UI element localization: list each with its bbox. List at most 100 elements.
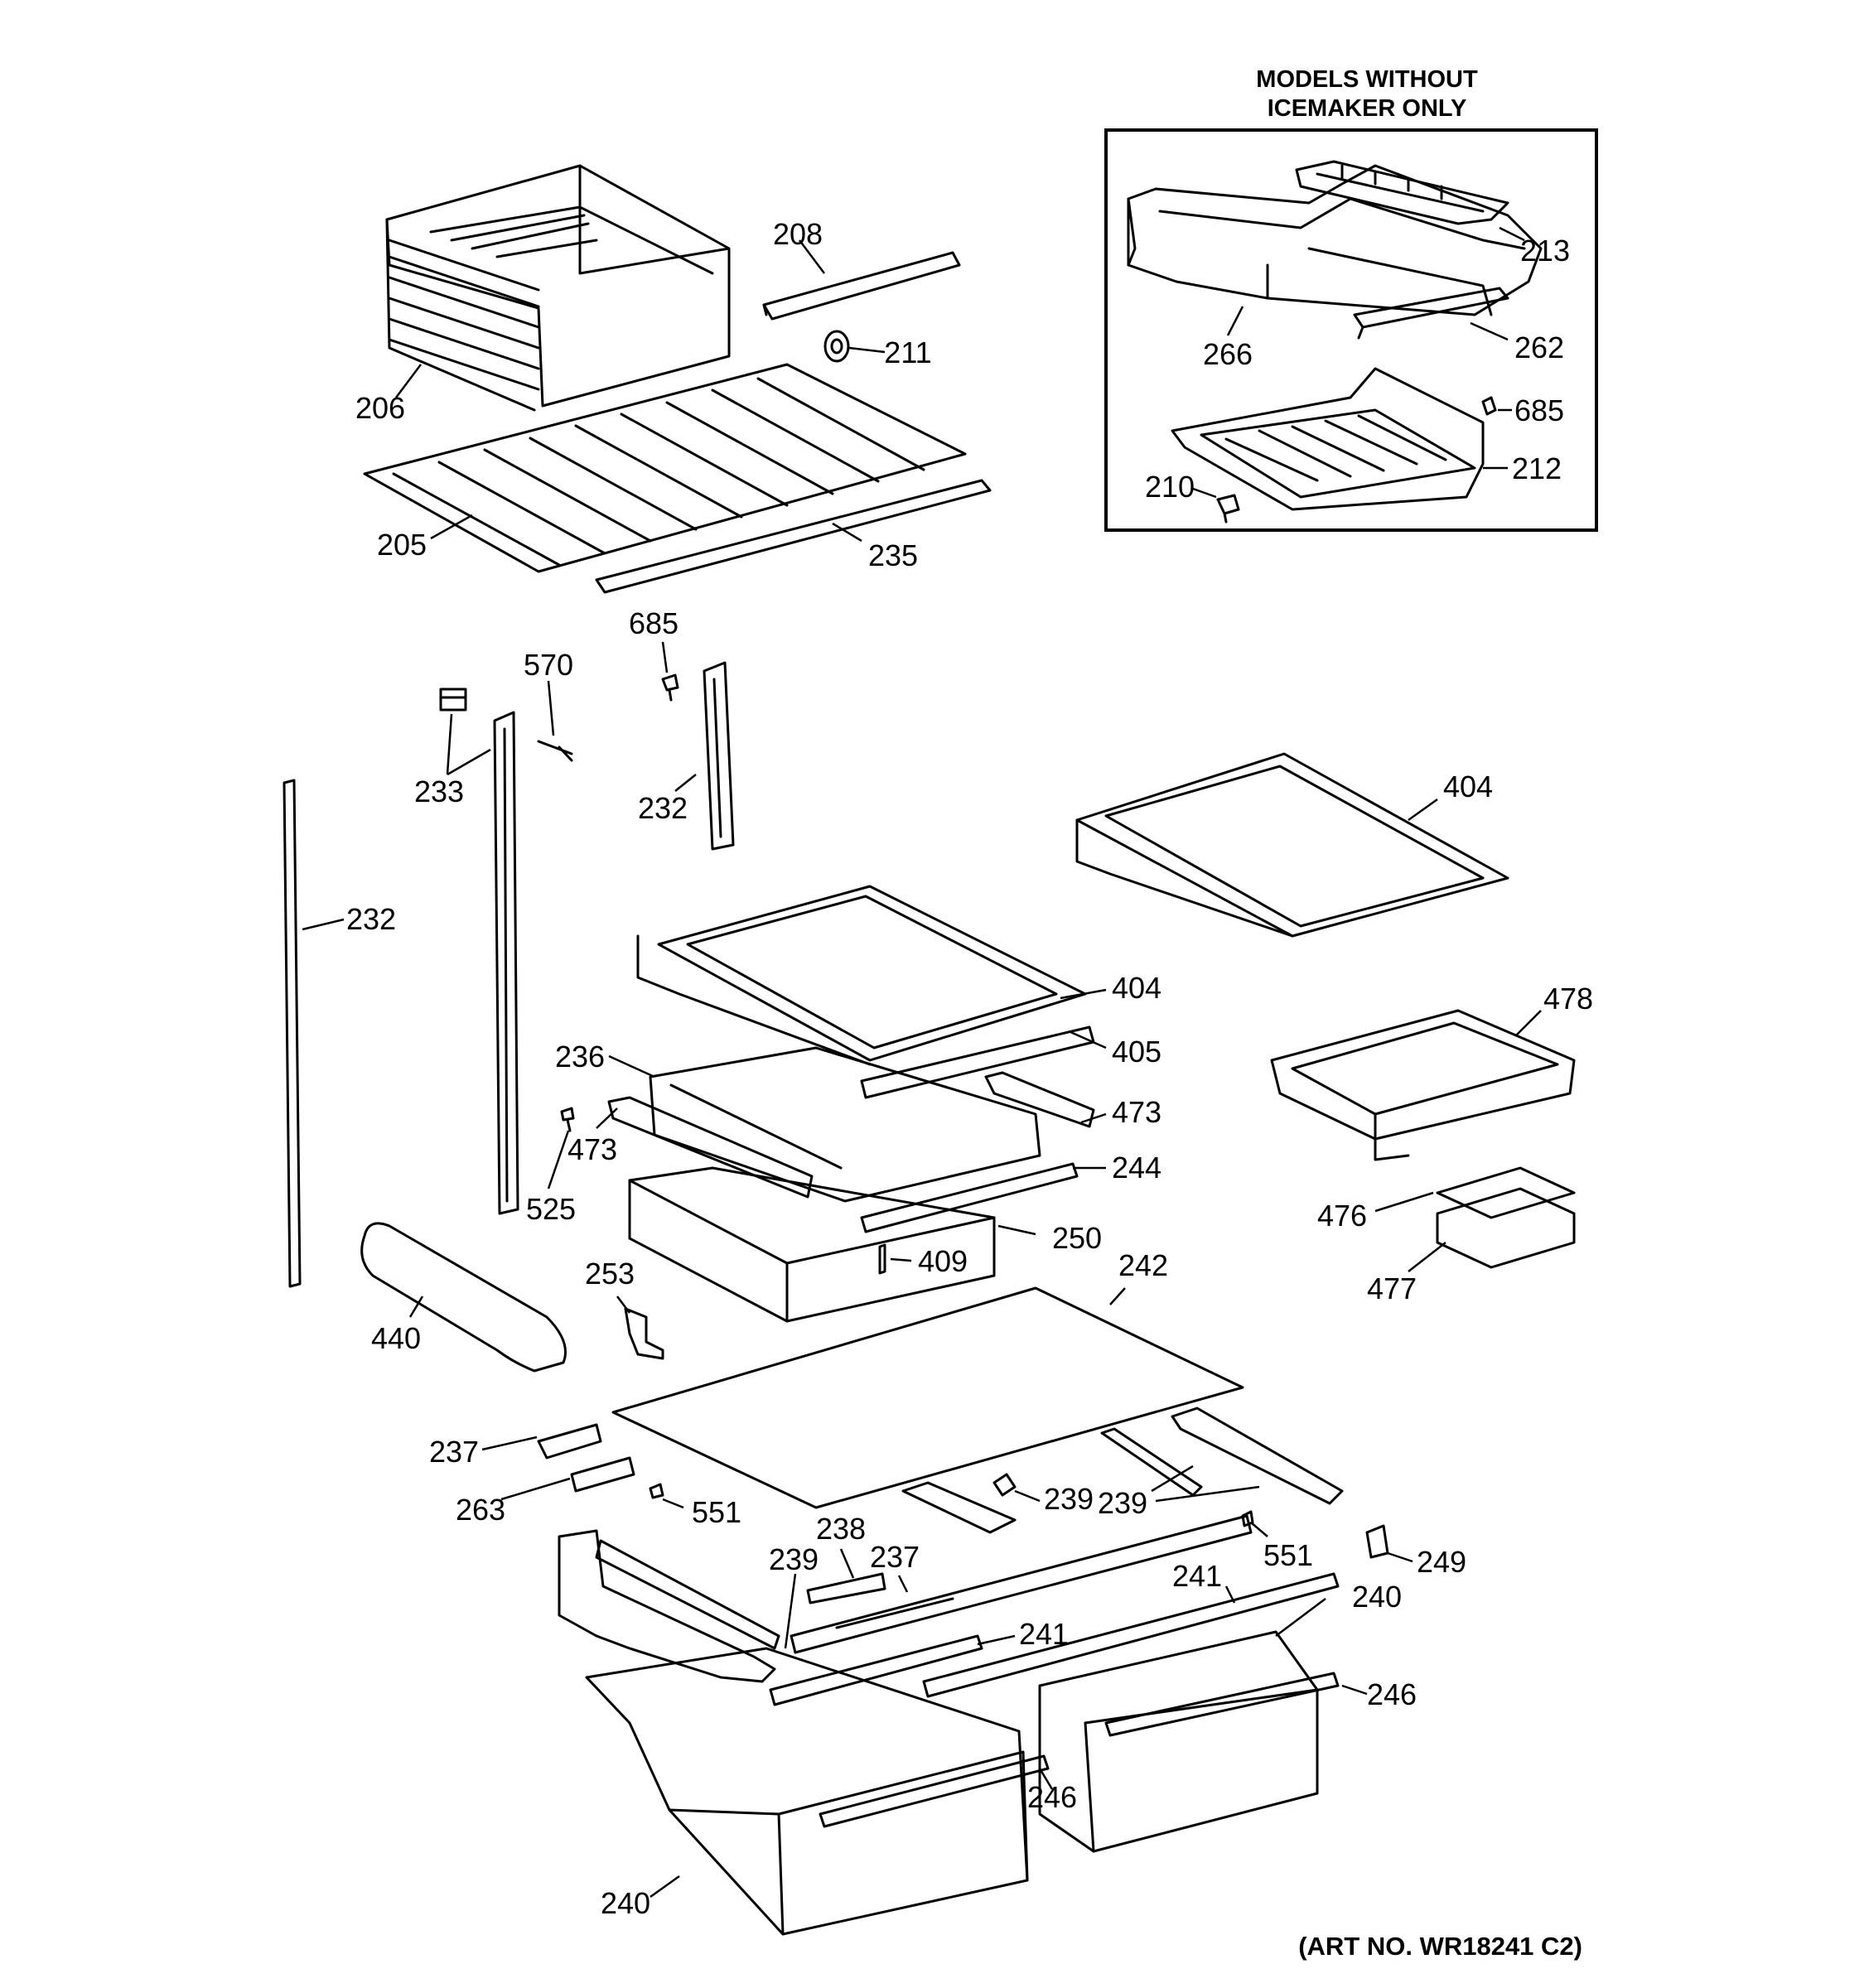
svg-text:208: 208 <box>773 217 823 251</box>
part-232-rail-left[interactable] <box>283 779 302 1288</box>
part-210-screw[interactable] <box>1216 494 1240 524</box>
svg-text:236: 236 <box>555 1040 605 1074</box>
svg-text:237: 237 <box>870 1540 920 1574</box>
part-405-shelf-trim[interactable] <box>860 1025 1095 1099</box>
svg-text:232: 232 <box>638 791 688 825</box>
callout-246-left: 246 <box>1027 1768 1077 1814</box>
callout-409: 409 <box>890 1244 968 1278</box>
part-525-screw[interactable] <box>560 1107 575 1132</box>
part-246-handle-left[interactable] <box>819 1754 1050 1828</box>
part-250-meat-pan[interactable] <box>628 1166 996 1323</box>
part-242-glass-panel[interactable] <box>611 1286 1244 1509</box>
callout-685-inset: 685 <box>1498 393 1564 427</box>
part-440-cover[interactable] <box>360 1222 567 1373</box>
part-241-rail-front[interactable] <box>769 1634 983 1706</box>
part-241-rail-top[interactable] <box>922 1572 1340 1698</box>
svg-text:213: 213 <box>1520 234 1570 268</box>
svg-text:409: 409 <box>918 1244 968 1278</box>
svg-text:239: 239 <box>769 1542 819 1576</box>
part-570-screw[interactable] <box>537 740 573 762</box>
svg-text:240: 240 <box>1352 1580 1402 1614</box>
svg-text:241: 241 <box>1019 1617 1069 1651</box>
part-249-stop[interactable] <box>1365 1524 1389 1559</box>
callout-262: 262 <box>1470 321 1564 364</box>
svg-text:250: 250 <box>1052 1221 1102 1255</box>
part-240-crisper-left[interactable] <box>585 1647 1029 1936</box>
svg-text:249: 249 <box>1417 1545 1466 1579</box>
callout-208: 208 <box>773 217 825 274</box>
part-206-wire-basket[interactable] <box>385 164 731 412</box>
callout-232-right: 232 <box>638 774 697 825</box>
callout-473-right: 473 <box>1080 1095 1161 1129</box>
callout-405: 405 <box>1068 1030 1161 1069</box>
callout-263: 263 <box>456 1477 571 1527</box>
part-473-slide-right[interactable] <box>984 1071 1095 1128</box>
part-551-screw-left[interactable] <box>649 1483 664 1499</box>
part-239-clip[interactable] <box>992 1473 1017 1497</box>
part-476-deli-cover[interactable] <box>1436 1166 1576 1219</box>
svg-text:404: 404 <box>1112 971 1161 1005</box>
part-478-deli-tray[interactable] <box>1270 1009 1576 1161</box>
part-233-clip[interactable] <box>439 688 467 712</box>
part-253-bracket[interactable] <box>624 1307 664 1360</box>
part-233-ladder-track[interactable] <box>493 711 519 1215</box>
part-236-pan-cover[interactable] <box>649 1046 1041 1203</box>
part-237-cross-member[interactable] <box>790 1514 1253 1654</box>
part-213-ice-tray[interactable] <box>1295 160 1509 225</box>
part-409-label[interactable] <box>878 1243 886 1275</box>
callout-244: 244 <box>1073 1151 1161 1185</box>
part-240-crisper-right[interactable] <box>1038 1630 1319 1853</box>
callout-239-center: 239 <box>1014 1482 1094 1516</box>
part-238-label[interactable] <box>806 1572 886 1604</box>
part-404-glass-shelf-middle[interactable] <box>636 885 1087 1066</box>
svg-text:206: 206 <box>355 391 405 425</box>
callout-525: 525 <box>526 1130 576 1226</box>
svg-text:232: 232 <box>346 902 396 936</box>
svg-text:477: 477 <box>1367 1271 1417 1305</box>
callout-570: 570 <box>524 648 573 736</box>
part-477-deli-pan[interactable] <box>1436 1187 1576 1269</box>
part-208-shelf-stop[interactable] <box>762 251 961 321</box>
part-235-shelf-trim[interactable] <box>595 479 992 594</box>
part-238-slide[interactable] <box>901 1481 1017 1534</box>
callout-476: 476 <box>1317 1191 1434 1233</box>
part-205-wire-shelf[interactable] <box>363 363 967 573</box>
callout-250: 250 <box>997 1221 1102 1255</box>
part-685-clip-inset[interactable] <box>1481 396 1497 416</box>
callout-404-right: 404 <box>1408 770 1493 822</box>
callout-473-left: 473 <box>567 1107 618 1166</box>
callout-239-left: 239 <box>769 1542 819 1649</box>
part-473-slide-left[interactable] <box>607 1096 814 1199</box>
part-239-slide-center[interactable] <box>1100 1427 1203 1497</box>
callout-211: 211 <box>848 335 932 369</box>
svg-text:685: 685 <box>629 606 679 640</box>
callout-242: 242 <box>1109 1248 1168 1305</box>
svg-text:235: 235 <box>868 538 918 572</box>
callout-440: 440 <box>371 1296 424 1355</box>
callout-238: 238 <box>816 1512 866 1579</box>
callout-477: 477 <box>1367 1242 1446 1305</box>
callout-236: 236 <box>555 1040 655 1078</box>
part-262-rail[interactable] <box>1353 287 1509 340</box>
svg-text:246: 246 <box>1027 1780 1077 1814</box>
svg-text:262: 262 <box>1514 331 1564 364</box>
part-685-screw[interactable] <box>661 673 679 702</box>
part-211-spacer[interactable] <box>823 330 850 363</box>
callout-235: 235 <box>832 522 918 572</box>
part-239-slide-right[interactable] <box>1171 1407 1344 1505</box>
part-237-bracket-left[interactable] <box>537 1423 602 1460</box>
callout-241-front: 241 <box>977 1617 1069 1651</box>
part-232-ladder-track[interactable] <box>703 661 735 851</box>
part-404-glass-shelf-right[interactable] <box>1075 752 1509 938</box>
part-551-screw-right[interactable] <box>1241 1510 1254 1527</box>
callout-551-right: 551 <box>1250 1522 1313 1572</box>
part-246-handle-right[interactable] <box>1104 1672 1340 1737</box>
callout-213: 213 <box>1499 226 1570 268</box>
callout-232-left: 232 <box>302 902 396 936</box>
part-239-rail-left[interactable] <box>558 1529 780 1683</box>
part-212-tray-support[interactable] <box>1171 367 1485 511</box>
svg-text:473: 473 <box>567 1132 617 1166</box>
part-263-bracket[interactable] <box>570 1456 635 1493</box>
part-244-front-trim[interactable] <box>860 1162 1079 1233</box>
callout-253: 253 <box>585 1257 635 1314</box>
